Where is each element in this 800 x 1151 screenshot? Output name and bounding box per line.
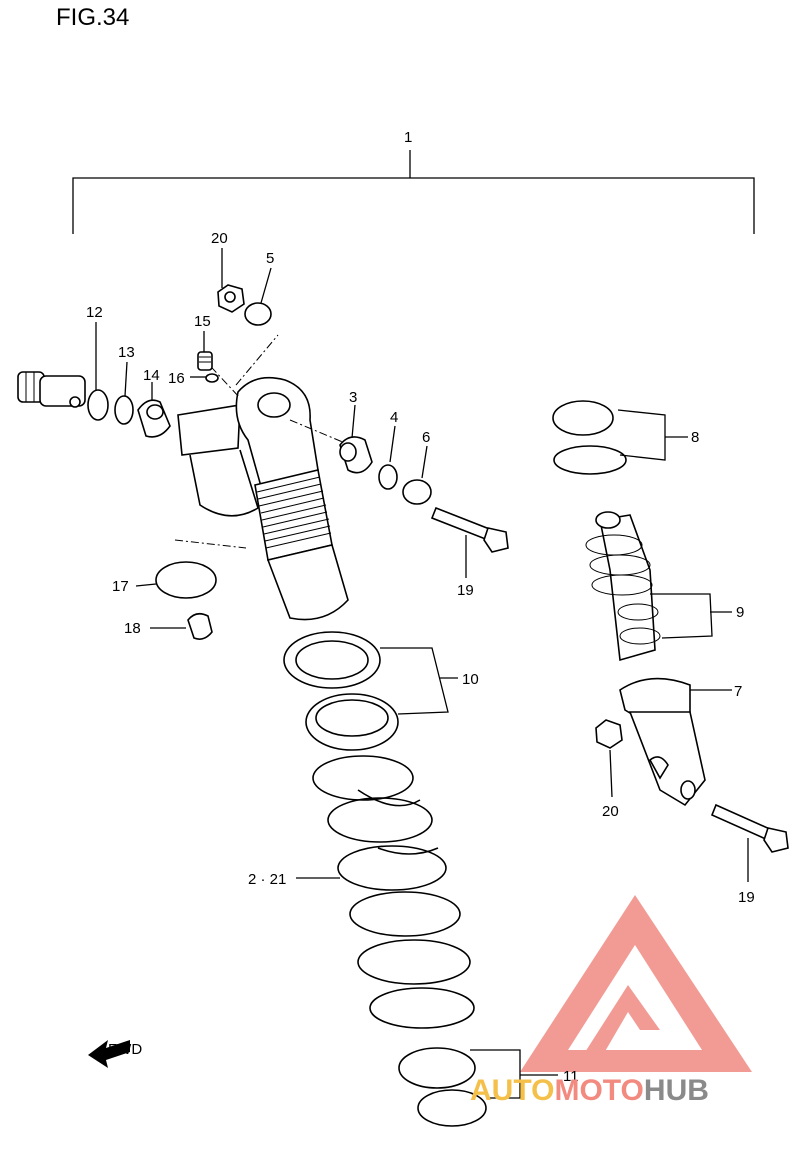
shock-body [174,334,349,621]
callout-15: 15 [194,313,211,330]
o-ring-13 [114,395,134,425]
o-ring-12 [87,389,109,421]
bushing-3 [339,436,373,474]
watermark-triangle [520,895,752,1072]
watermark-auto: AUTO [470,1074,554,1107]
spring-seat-8 [552,400,627,475]
valve-15 [197,351,213,371]
o-ring-17 [155,561,217,599]
callout-19-top: 19 [457,582,474,599]
callout-20-right: 20 [602,803,619,820]
callout-13: 13 [118,344,135,361]
bolt-19-top [430,506,509,553]
collar-5 [244,302,272,326]
callout-17: 17 [112,578,129,595]
leader-lines [95,248,749,1099]
callout-11: 11 [563,1068,579,1085]
callout-5: 5 [266,250,274,267]
callout-16: 16 [168,370,185,387]
callout-18: 18 [124,620,141,637]
fwd-label: FWD [108,1041,142,1058]
coil-spring [312,755,475,1029]
watermark-inner-mark [580,985,660,1060]
callout-14: 14 [143,367,160,384]
assembly-bracket [72,150,755,234]
cap-14 [137,399,171,438]
watermark-hub: HUB [644,1074,709,1107]
forward-arrow-icon: FWD [88,1040,142,1068]
watermark-logo [520,895,752,1072]
callout-8: 8 [691,429,699,446]
callout-2-21: 2 · 21 [248,871,286,888]
callout-10: 10 [462,671,479,688]
adjuster-ring-10 [283,631,399,751]
figure-title: FIG.34 [56,4,130,31]
nut-20-top [217,284,245,313]
damper-unit [585,511,706,807]
callout-6: 6 [422,429,430,446]
watermark-text: AUTOMOTOHUB [470,1074,709,1107]
circlip-4 [378,464,398,490]
callout-9: 9 [736,604,744,621]
callout-12: 12 [86,304,103,321]
callout-19-right: 19 [738,889,755,906]
cap-18 [187,612,213,640]
watermark-moto: MOTO [554,1074,643,1107]
bolt-19-right [710,803,789,853]
callout-4: 4 [390,409,398,426]
seal-6 [402,479,432,505]
callout-1: 1 [404,129,412,146]
callout-20-top: 20 [211,230,228,247]
spring-seat-11 [398,1047,487,1127]
nut-20-right [595,719,623,749]
body-threads [256,476,332,549]
callout-7: 7 [734,683,742,700]
washer-16 [205,373,219,383]
callout-3: 3 [349,389,357,406]
adjuster-bolt [17,371,86,408]
